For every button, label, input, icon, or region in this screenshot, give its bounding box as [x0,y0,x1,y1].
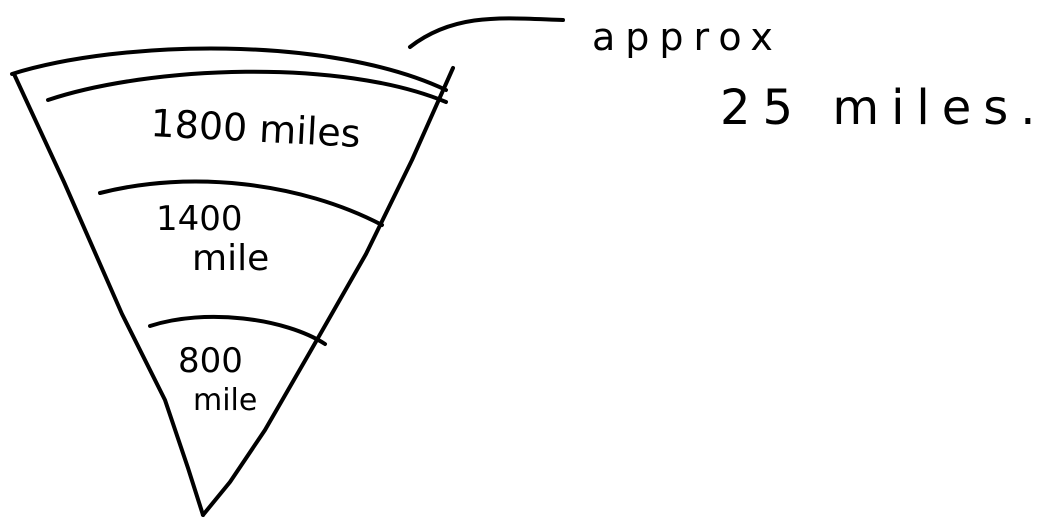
annotation-leader-line [408,16,565,49]
label-1400-mile: mile [192,238,269,279]
layer-boundary-arc-1 [98,179,384,227]
label-800: 800 [178,341,243,381]
crust-outer-arc [10,46,448,92]
wedge-left-edge [12,72,205,517]
annotation-approx: approx [592,15,783,59]
crust-inner-arc [46,69,448,104]
label-1400: 1400 [156,199,243,239]
label-800-mile: mile [193,383,257,418]
wedge-right-edge [201,66,455,517]
annotation-25-miles: 25 miles. [720,80,1048,136]
label-1800-miles: 1800 miles [150,101,362,156]
layer-boundary-arc-2 [148,314,327,346]
